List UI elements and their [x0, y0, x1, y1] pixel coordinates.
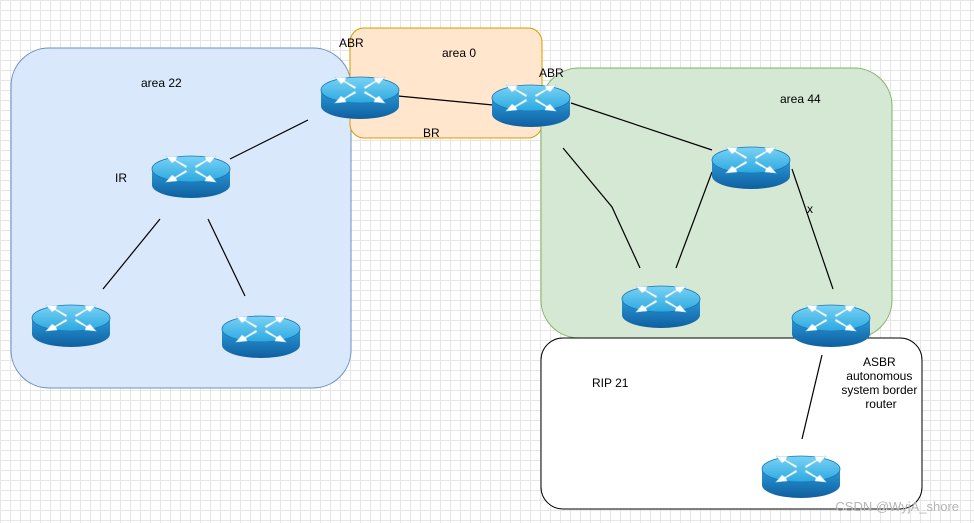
asbr-label-line: ASBR [863, 355, 896, 369]
asbr-label-line: router [865, 397, 896, 411]
link-router-area44-top-router-area44-bottom [675, 171, 713, 269]
area-22-label: area 22 [141, 76, 182, 90]
router-icon[interactable] [791, 304, 871, 348]
link-x-label: x [807, 202, 813, 216]
router-icon[interactable] [491, 84, 571, 128]
ir-label: IR [115, 171, 127, 185]
router-icon[interactable] [221, 315, 301, 359]
link-abr-right-router-area44-bottom [562, 147, 641, 269]
asbr-label-line: system border [841, 383, 917, 397]
abr-right-label: ABR [539, 66, 564, 80]
router-icon[interactable] [31, 304, 111, 348]
area-44-label: area 44 [780, 92, 821, 106]
area-44-region [540, 67, 893, 339]
link-asbr-rip-router [801, 354, 823, 440]
asbr-label-line: autonomous [846, 369, 912, 383]
router-icon[interactable] [711, 146, 791, 190]
link-abr-left-abr-right [397, 95, 494, 106]
asbr-label: ASBR autonomous system border router [841, 355, 920, 411]
router-icon[interactable] [761, 455, 841, 499]
area-0-label: area 0 [442, 46, 476, 60]
area-22-region [10, 47, 352, 389]
rip-21-label: RIP 21 [592, 376, 629, 390]
link-router-area44-top-asbr [791, 168, 834, 290]
link-ir-router-bottom-middle [207, 218, 246, 297]
watermark: CSDN @WyjA_shore [835, 499, 959, 514]
router-icon[interactable] [151, 155, 231, 199]
links [102, 95, 834, 440]
router-icon[interactable] [621, 285, 701, 329]
link-abr-left-ir [229, 119, 309, 160]
abr-left-label: ABR [339, 36, 364, 50]
link-ir-router-bottom-left [102, 218, 161, 290]
router-icon[interactable] [320, 76, 400, 120]
link-abr-right-router-area44-top [570, 102, 713, 151]
br-label: BR [423, 126, 440, 140]
